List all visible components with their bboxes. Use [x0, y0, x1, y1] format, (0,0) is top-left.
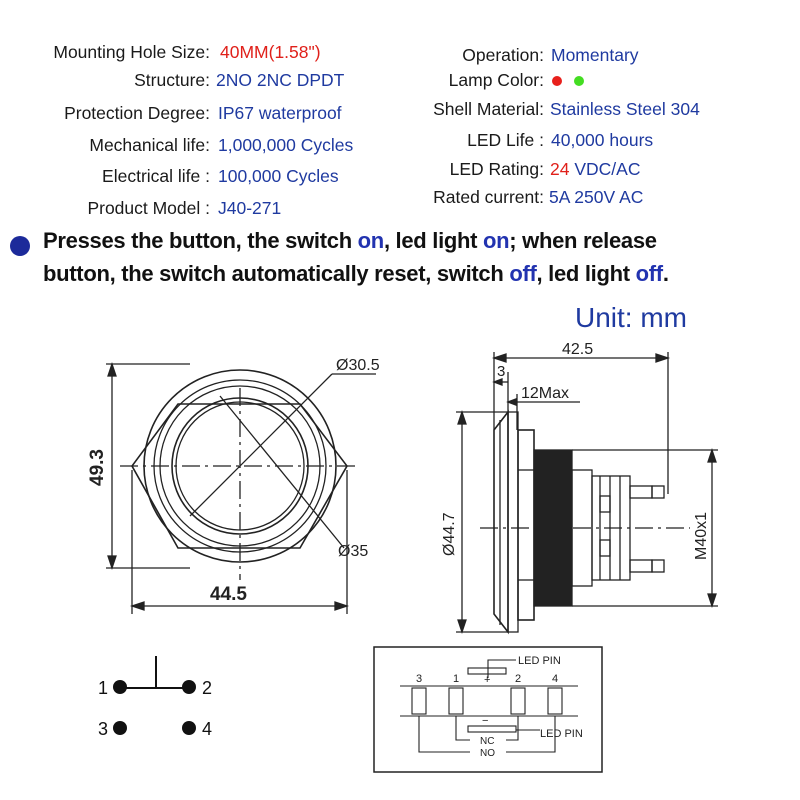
head: [507, 411, 519, 633]
terminal-4-dot: [182, 721, 196, 735]
spec-label-mechanical-life: Mechanical life:: [89, 135, 210, 155]
spec-label-led-life: LED Life :: [467, 130, 544, 150]
front-height-label: 49.3: [87, 449, 108, 486]
desc1-a: Presses the button, the switch: [43, 228, 358, 253]
front-d30-label: Ø30.5: [336, 357, 380, 374]
terminal-upper: [629, 485, 653, 499]
desc2-off-2: off: [635, 261, 664, 286]
bezel: [493, 409, 509, 635]
side-diameter-label: Ø44.7: [441, 512, 458, 556]
side-flange-label: 3: [497, 363, 505, 380]
spec-value-electrical-life: 100,000 Cycles: [218, 166, 339, 186]
terminal-2-label: 2: [202, 678, 212, 698]
side-length-label: 42.5: [562, 341, 593, 358]
spec-value-structure: 2NO 2NC DPDT: [216, 70, 345, 90]
side-nut: [517, 429, 535, 621]
wiring-led-pin-top: LED PIN: [518, 655, 561, 667]
led-rating-voltage: 24: [550, 159, 570, 179]
desc2-c: , led light: [536, 261, 636, 286]
spec-label-protection: Protection Degree:: [64, 103, 210, 123]
desc2-off: off: [509, 261, 537, 286]
spec-label-mounting-hole: Mounting Hole Size:: [53, 42, 210, 62]
desc1-on-2: on: [483, 228, 510, 253]
desc1-e: ; when release: [509, 228, 657, 253]
front-d35-label: Ø35: [338, 543, 368, 560]
spec-label-lamp-color: Lamp Color:: [448, 70, 544, 90]
terminal-4-label: 4: [202, 719, 212, 739]
spec-value-led-rating: 24 VDC/AC: [550, 157, 640, 181]
terminal-3-label: 3: [98, 719, 108, 739]
wiring-minus: −: [482, 715, 488, 727]
bullet-icon: [10, 236, 30, 256]
spec-label-rated-current: Rated current:: [433, 187, 544, 207]
desc2-e: .: [662, 261, 669, 286]
spec-value-operation: Momentary: [551, 45, 639, 65]
wiring-plus: +: [484, 674, 490, 686]
lamp-color-red: [552, 76, 562, 87]
wiring-led-pin-bottom: LED PIN: [540, 728, 583, 740]
wiring-num-3: 3: [416, 673, 422, 685]
wiring-no: NO: [480, 748, 495, 759]
wiring-frame: [373, 646, 603, 773]
spec-value-rated-current: 5A 250V AC: [549, 187, 644, 207]
spec-value-led-life: 40,000 hours: [551, 130, 654, 150]
terminal-3-dot: [113, 721, 127, 735]
spec-label-shell-material: Shell Material:: [433, 99, 544, 119]
desc1-on: on: [357, 228, 385, 253]
terminal-lower: [629, 559, 653, 573]
spec-value-mounting-hole: 40MM(1.58"): [220, 42, 321, 62]
wiring-nc: NC: [480, 736, 494, 747]
spec-value-product-model: J40-271: [218, 198, 282, 218]
lamp-color-green: [574, 76, 584, 87]
spec-value-protection: IP67 waterproof: [218, 103, 342, 123]
desc2-a: button, the switch automatically reset, …: [43, 261, 510, 286]
led-rating-unit: VDC/AC: [569, 159, 641, 179]
spec-value-shell-material: Stainless Steel 304: [550, 99, 700, 119]
leader-d35: [219, 395, 345, 549]
lamp-color-dots: [552, 68, 596, 92]
description-line-2: button, the switch automatically reset, …: [43, 259, 669, 289]
side-thread-label: M40x1: [693, 512, 710, 560]
spec-value-mechanical-life: 1,000,000 Cycles: [218, 135, 354, 155]
leader-d30: [189, 373, 333, 517]
wiring-num-2: 2: [515, 673, 521, 685]
wiring-num-1: 1: [453, 673, 459, 685]
side-max-label: 12Max: [521, 385, 569, 402]
unit-label: Unit: mm: [575, 302, 687, 333]
spec-label-structure: Structure:: [134, 70, 210, 90]
terminal-1-label: 1: [98, 678, 108, 698]
desc1-c: , led light: [383, 228, 484, 253]
description-line-1: Presses the button, the switch on, led l…: [43, 226, 657, 256]
front-width-label: 44.5: [210, 584, 247, 605]
spec-label-operation: Operation:: [462, 45, 544, 65]
spec-label-product-model: Product Model :: [87, 198, 210, 218]
terminal-1-dot: [113, 680, 127, 694]
spec-label-led-rating: LED Rating:: [449, 159, 544, 179]
wiring-num-4: 4: [552, 673, 558, 685]
terminal-2-dot: [182, 680, 196, 694]
spec-label-electrical-life: Electrical life :: [102, 166, 210, 186]
